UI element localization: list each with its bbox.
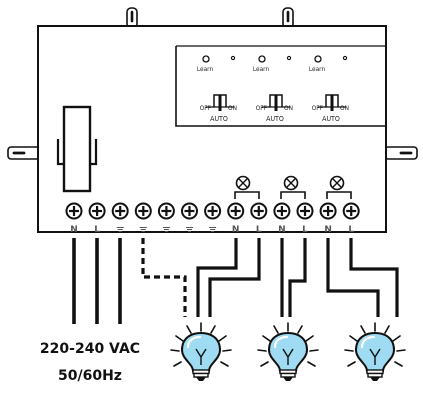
terminal[interactable]: N xyxy=(273,202,291,236)
mounting-tab-right xyxy=(384,146,418,160)
switch-lever xyxy=(330,95,334,111)
screw-terminal-icon xyxy=(134,202,152,220)
screw-terminal-icon xyxy=(227,202,245,220)
terminal[interactable]: N xyxy=(65,202,83,236)
status-led xyxy=(342,55,348,61)
terminal[interactable]: L xyxy=(250,202,268,236)
terminal-label: N xyxy=(278,225,286,235)
transformer-coil xyxy=(56,105,98,193)
switch-off-label: OFF xyxy=(312,104,324,112)
switch-on-label: ON xyxy=(284,104,293,112)
screw-terminal-icon xyxy=(65,202,83,220)
screw-terminal-icon xyxy=(88,202,106,220)
output-indicators xyxy=(234,191,352,199)
terminal-label: N xyxy=(232,225,240,235)
module-housing xyxy=(37,25,387,233)
supply-frequency-label: 50/60Hz xyxy=(58,368,122,384)
terminal[interactable]: N xyxy=(227,202,245,236)
switch-off-label: OFF xyxy=(200,104,212,112)
terminal-label: L xyxy=(256,225,262,235)
terminal[interactable]: L xyxy=(88,202,106,236)
screw-terminal-icon xyxy=(319,202,337,220)
learn-label: Learn xyxy=(253,65,270,73)
indicator-lamp-icon xyxy=(235,175,251,191)
terminal-label: N xyxy=(324,225,332,235)
switch-lever xyxy=(274,95,278,111)
screw-terminal-icon xyxy=(111,202,129,220)
mounting-tab-top-left xyxy=(126,7,138,29)
switch-on-label: ON xyxy=(228,104,237,112)
light-bulb-icon xyxy=(169,321,233,383)
learn-button[interactable] xyxy=(258,55,266,63)
learn-label: Learn xyxy=(309,65,326,73)
switch-lever xyxy=(218,95,222,111)
terminal-label: N xyxy=(70,225,78,235)
screw-terminal-icon xyxy=(157,202,175,220)
screw-terminal-icon xyxy=(180,202,199,220)
screw-terminal-icon xyxy=(342,202,360,220)
screw-terminal-icon xyxy=(273,202,291,220)
indicator-lamp-icon xyxy=(283,175,299,191)
switch-auto-label: AUTO xyxy=(210,115,228,123)
screw-terminal-icon xyxy=(296,202,314,220)
learn-button[interactable] xyxy=(202,55,210,63)
terminal[interactable]: L xyxy=(296,202,314,236)
switch-auto-label: AUTO xyxy=(266,115,284,123)
terminal-label: L xyxy=(302,225,308,235)
learn-label: Learn xyxy=(197,65,214,73)
status-led xyxy=(230,55,236,61)
switch-off-label: OFF xyxy=(256,104,268,112)
light-bulb-icon xyxy=(256,321,320,383)
mounting-tab-left xyxy=(7,146,41,160)
mounting-tab-top-right xyxy=(282,7,294,29)
terminal-label: L xyxy=(94,225,100,235)
status-led xyxy=(286,55,292,61)
terminal[interactable]: L xyxy=(342,202,360,236)
terminal-label: L xyxy=(348,225,354,235)
learn-button[interactable] xyxy=(314,55,322,63)
light-bulb-icon xyxy=(343,321,407,383)
switch-on-label: ON xyxy=(340,104,349,112)
terminal[interactable]: N xyxy=(319,202,337,236)
indicator-lamp-icon xyxy=(329,175,345,191)
wiring xyxy=(72,238,399,324)
control-panel xyxy=(175,45,386,127)
screw-terminal-icon xyxy=(204,202,222,220)
screw-terminal-icon xyxy=(250,202,268,220)
supply-voltage-label: 220-240 VAC xyxy=(40,341,140,357)
switch-auto-label: AUTO xyxy=(322,115,340,123)
